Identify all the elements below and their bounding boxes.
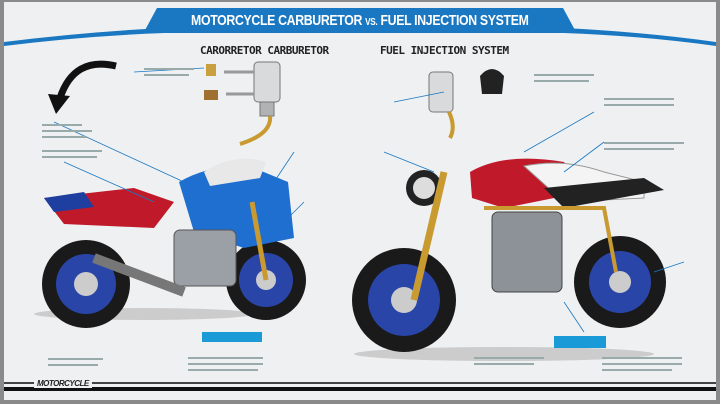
fuel-injection-parts-illustration <box>428 69 504 139</box>
title-part-fuel-injection: FUEL INJECTION SYSTEM <box>380 11 529 29</box>
subtitle-carburetor: CARORRETOR CARBURETOR <box>200 44 329 57</box>
footer-logo: MOTORCYCLE <box>34 379 92 388</box>
infographic: MOTORCYCLE CARBURETOR VS. FUEL INJECTION… <box>4 2 716 400</box>
carburetor-motorcycle-illustration <box>34 158 306 328</box>
title-banner <box>144 8 576 32</box>
footer-rule-thin <box>4 382 716 384</box>
title-container: MOTORCYCLE CARBURETOR VS. FUEL INJECTION… <box>4 8 716 32</box>
page-title: MOTORCYCLE CARBURETOR VS. FUEL INJECTION… <box>191 11 529 29</box>
footer-rule-thick <box>4 387 716 391</box>
fuel-injection-motorcycle-illustration <box>352 158 666 361</box>
diagram-artwork <box>4 28 716 391</box>
header-swoosh <box>4 28 716 46</box>
subtitle-fuel-injection: FUEL INJECTION SYSTEM <box>380 44 509 57</box>
title-part-carburetor: MOTORCYCLE CARBURETOR <box>191 11 363 29</box>
carburetor-parts-illustration <box>204 61 281 146</box>
title-vs: VS. <box>365 16 378 28</box>
curved-arrow-icon <box>56 60 117 100</box>
callout-badges <box>202 332 606 348</box>
arrow-head-icon <box>48 94 70 114</box>
callout-text-blocks <box>42 68 684 371</box>
